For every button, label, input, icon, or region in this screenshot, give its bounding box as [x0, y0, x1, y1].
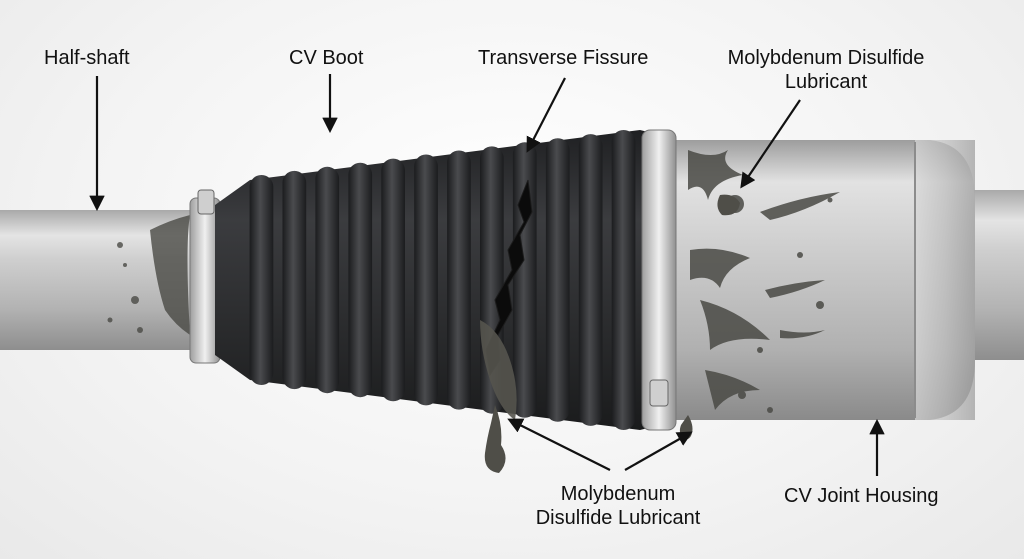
- boot-rib: [315, 166, 340, 394]
- boot-rib: [282, 170, 307, 390]
- grease-splatter-shaft: [107, 215, 190, 335]
- callout-arrows: [89, 74, 885, 476]
- label-transverse-fissure: Transverse Fissure: [478, 47, 649, 69]
- grease-splatter-housing: [688, 150, 840, 413]
- boot-rib: [249, 175, 274, 385]
- arrow-lubricant-top: [740, 99, 801, 189]
- boot-rib: [381, 158, 405, 402]
- boot-rib: [578, 134, 603, 426]
- boot-rib: [414, 154, 438, 406]
- label-cv-joint-housing: CV Joint Housing: [784, 485, 939, 507]
- boot-rib: [447, 150, 471, 410]
- boot-rib: [611, 130, 636, 430]
- arrow-lubricant-bottom-right: [624, 431, 693, 471]
- label-half-shaft: Half-shaft: [44, 47, 130, 69]
- boot-rib: [348, 162, 373, 398]
- arrow-transverse-fissure: [526, 77, 566, 153]
- label-lubricant-bottom-line2: Disulfide Lubricant: [535, 507, 701, 529]
- boot-clamp-right: [641, 129, 677, 431]
- transverse-fissure: [480, 179, 533, 420]
- label-lubricant-bottom-line1: Molybdenum: [560, 483, 676, 505]
- label-cv-boot: CV Boot: [289, 47, 364, 69]
- cv-boot: [215, 130, 660, 430]
- label-lubricant-top-line1: Molybdenum Disulfide: [727, 47, 925, 69]
- label-lubricant-top-line2: Lubricant: [784, 71, 868, 93]
- label-lubricant-bottom: Molybdenum Disulfide Lubricant: [506, 482, 730, 530]
- boot-rib: [545, 138, 570, 422]
- boot-clamp-left: [189, 189, 221, 364]
- arrow-lubricant-bottom-left: [507, 418, 611, 471]
- boot-rib: [512, 142, 537, 418]
- label-lubricant-top: Molybdenum Disulfide Lubricant: [706, 46, 946, 94]
